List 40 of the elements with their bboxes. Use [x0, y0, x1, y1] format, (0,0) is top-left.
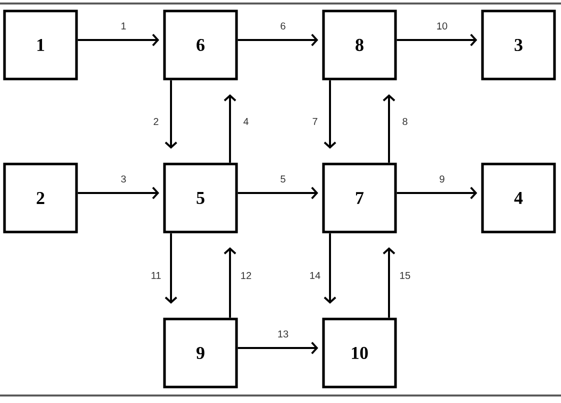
process-box: 9: [163, 318, 238, 388]
process-box: 6: [163, 10, 238, 80]
arrow: [382, 94, 396, 163]
process-box: 2: [3, 162, 78, 234]
arrow: [238, 342, 318, 354]
process-box: 3: [481, 10, 556, 80]
edge-label: 6: [279, 21, 287, 31]
edge-label: 1: [120, 22, 128, 30]
edge-label: 3: [120, 174, 128, 184]
edge-label: 10: [435, 21, 449, 31]
arrow: [238, 186, 318, 200]
arrow: [224, 94, 236, 163]
arrow: [164, 80, 178, 149]
arrow: [78, 186, 160, 200]
arrow: [238, 34, 318, 46]
process-box: 4: [481, 162, 556, 234]
arrow: [382, 247, 396, 318]
process-box: 7: [322, 162, 397, 234]
process-box: 8: [322, 10, 397, 80]
edge-label: 12: [239, 271, 253, 280]
process-box: 10: [322, 318, 397, 388]
edge-label: 11: [150, 271, 162, 280]
edge-label: 5: [279, 174, 287, 184]
arrow: [78, 34, 160, 46]
arrow: [324, 80, 336, 149]
arrow: [324, 233, 336, 304]
arrow: [164, 233, 178, 304]
edge-label: 4: [242, 117, 250, 126]
process-box: 1: [3, 10, 78, 80]
edge-label: 8: [401, 116, 409, 126]
arrow: [396, 186, 478, 200]
edge-label: 15: [398, 271, 412, 280]
edge-label: 7: [311, 117, 319, 126]
edge-label: 13: [276, 329, 290, 339]
arrow: [396, 34, 478, 46]
process-box: 5: [163, 162, 238, 234]
edge-label: 14: [308, 271, 322, 280]
arrow: [224, 247, 236, 318]
edge-label: 2: [152, 117, 160, 126]
edge-label: 9: [438, 174, 446, 184]
